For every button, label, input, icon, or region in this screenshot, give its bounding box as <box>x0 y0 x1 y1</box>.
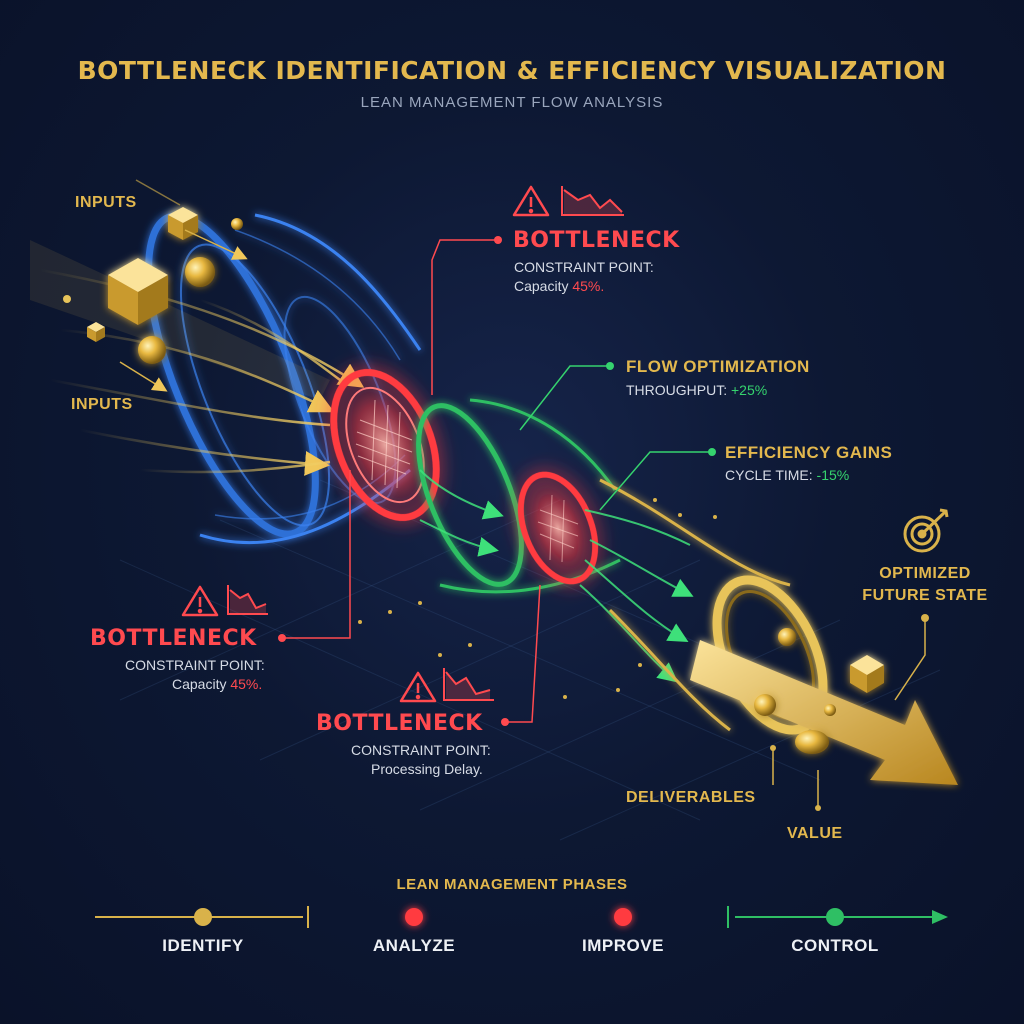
optimized-future-state-line1: OPTIMIZED <box>879 565 971 582</box>
cube-icon <box>108 258 168 325</box>
bottleneck-top-line2-prefix: Capacity <box>514 278 573 294</box>
flow-optimization-metric: THROUGHPUT: +25% <box>626 382 767 398</box>
input-light-beam <box>30 240 330 400</box>
target-icon <box>903 508 949 553</box>
bottleneck-left-line2-prefix: Capacity <box>172 676 231 692</box>
phase-label-control: CONTROL <box>791 936 879 955</box>
warning-icon <box>512 185 550 217</box>
output-arrow-icon <box>690 640 958 785</box>
bottleneck-ring-secondary <box>517 471 599 585</box>
cube-icon <box>850 655 884 693</box>
bottleneck-bottom-line2: Processing Delay. <box>371 761 483 777</box>
throughput-value: +25% <box>731 382 768 398</box>
phase-dot-identify <box>194 908 212 926</box>
phase-label-analyze: ANALYZE <box>372 936 456 955</box>
sparkles <box>358 498 717 699</box>
bottleneck-top-capacity-value: 45%. <box>572 278 605 294</box>
phase-label-improve: IMPROVE <box>582 936 664 955</box>
bottleneck-left-title: BOTTLENECK <box>90 626 257 651</box>
throughput-label: THROUGHPUT: <box>626 382 731 398</box>
cycle-time-value: -15% <box>816 467 850 483</box>
declining-chart-icon <box>443 668 494 701</box>
efficiency-gains-title: EFFICIENCY GAINS <box>725 443 893 462</box>
bottleneck-top-line2: Capacity 45%. <box>514 278 604 294</box>
phases-timeline <box>95 906 948 928</box>
efficiency-gains-metric: CYCLE TIME: -15% <box>725 467 849 483</box>
bottleneck-left-capacity-value: 45%. <box>230 676 263 692</box>
optimized-future-state-line2: FUTURE STATE <box>862 587 988 604</box>
bottleneck-left-line2: Capacity 45%. <box>172 676 262 692</box>
bottleneck-ring-primary <box>330 368 440 522</box>
page-title: BOTTLENECK IDENTIFICATION & EFFICIENCY V… <box>77 56 947 85</box>
bottleneck-top-title: BOTTLENECK <box>513 228 680 253</box>
optimized-flow-streams <box>419 469 694 683</box>
funnel-green-section <box>416 398 621 594</box>
phase-dot-improve <box>614 908 632 926</box>
warning-icon <box>399 671 437 703</box>
phase-dot-control <box>826 908 844 926</box>
declining-chart-icon <box>561 186 624 216</box>
inputs-label-bottom: INPUTS <box>71 396 133 413</box>
callout-lines <box>119 179 929 811</box>
bottleneck-bottom-title: BOTTLENECK <box>316 711 483 736</box>
input-items <box>63 207 243 364</box>
output-items <box>754 628 884 754</box>
cycle-time-label: CYCLE TIME: <box>725 467 817 483</box>
declining-chart-icon <box>227 585 268 615</box>
phase-label-identify: IDENTIFY <box>162 936 244 955</box>
cube-icon <box>168 207 198 240</box>
cube-icon <box>87 322 105 342</box>
flow-optimization-title: FLOW OPTIMIZATION <box>626 357 810 376</box>
phases-title: LEAN MANAGEMENT PHASES <box>396 876 628 893</box>
inputs-label-top: INPUTS <box>75 194 137 211</box>
bottleneck-left-line1: CONSTRAINT POINT: <box>125 657 265 673</box>
grid-floor <box>119 479 941 841</box>
deliverables-label: DELIVERABLES <box>626 789 756 806</box>
warning-icon <box>181 585 219 617</box>
bottleneck-bottom-line1: CONSTRAINT POINT: <box>351 742 491 758</box>
phase-dot-analyze <box>405 908 423 926</box>
bottleneck-top-line1: CONSTRAINT POINT: <box>514 259 654 275</box>
page-subtitle: LEAN MANAGEMENT FLOW ANALYSIS <box>360 94 664 111</box>
value-label: VALUE <box>787 825 843 842</box>
